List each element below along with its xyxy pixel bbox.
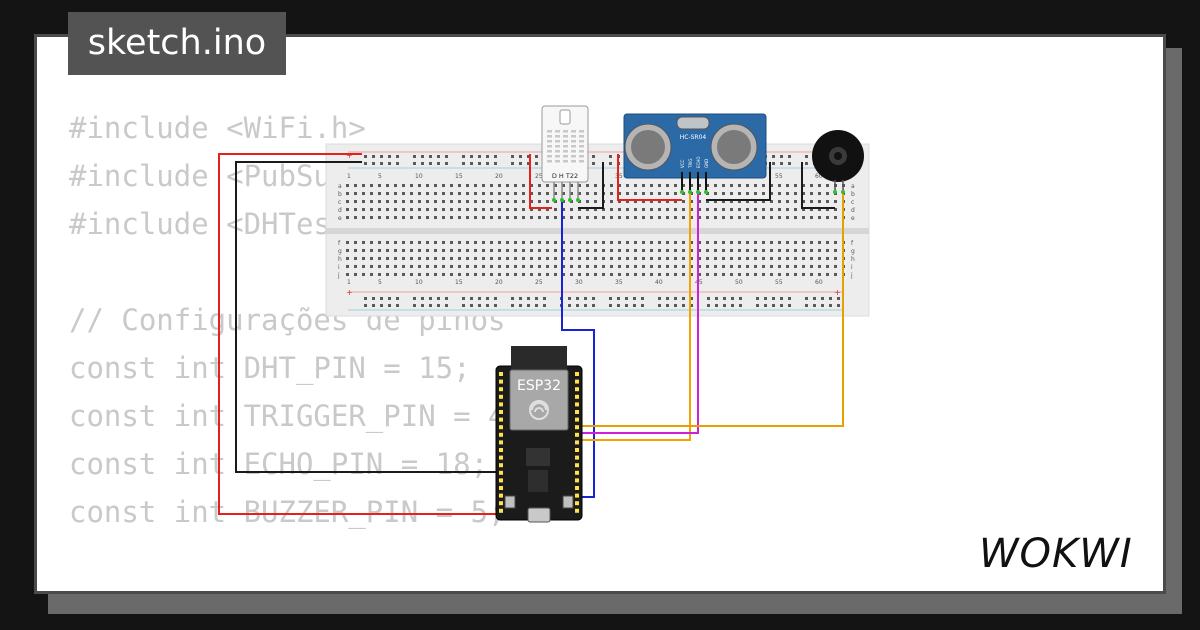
column-number: 15 [455,279,463,286]
dht22-sensor[interactable]: D H T22 [541,105,589,202]
row-letter: i [851,264,853,271]
esp32-label: ESP32 [517,378,561,394]
red-jumper[interactable] [529,154,552,209]
column-number: 1 [347,279,351,286]
logo-text: WOKWI [979,531,1133,577]
red-wire-vcc[interactable] [218,153,500,515]
wokwi-logo: WOKWI [979,531,1133,577]
row-letter: f [851,240,854,247]
row-letter: g [338,248,342,255]
row-letter: a [851,183,855,190]
svg-text:+: + [346,151,353,160]
hc-sr04-label: HC-SR04 [680,134,707,141]
code-line: #include <WiFi.h> [69,111,366,145]
column-number: 10 [415,173,423,180]
esp32-board[interactable]: ESP32 [495,346,583,523]
code-line: const int TRIGGER_PIN = 4; [69,399,523,433]
esp32-header-pins [499,372,503,513]
column-number: 10 [415,279,423,286]
row-letter: g [851,248,855,255]
row-letter: h [338,256,342,263]
row-letter: a [338,183,342,190]
dht-grille [547,130,584,163]
row-letter: i [338,264,340,271]
file-tab[interactable]: sketch.ino [68,12,286,75]
breadboard: 1 5 10 15 20 25 30 35 40 45 50 55 60 1 5… [325,143,870,317]
row-letter: d [338,207,342,214]
column-number: 25 [535,173,543,180]
orange-wire-trigger[interactable] [578,192,691,441]
column-number: 15 [455,173,463,180]
svg-text:+: + [834,288,841,297]
column-number: 60 [815,279,823,286]
column-number: 20 [495,173,503,180]
pin-label: GND [704,159,709,168]
svg-text:+: + [346,288,353,297]
row-letter: h [851,256,855,263]
usb-port-icon [527,507,551,523]
breadboard-holes [346,155,845,307]
row-letter: b [851,191,855,198]
column-number: 55 [775,279,783,286]
red-jumper[interactable] [617,154,682,201]
black-jumper[interactable] [801,162,835,209]
column-number: 50 [735,279,743,286]
column-number: 1 [347,173,351,180]
esp32-header-pins [575,372,579,513]
dht-label: D H T22 [552,172,578,180]
column-number: 5 [378,279,382,286]
gold-wire-buzzer[interactable] [578,192,844,427]
column-number: 5 [378,173,382,180]
row-letter: d [851,207,855,214]
wires [218,153,844,515]
black-jumper[interactable] [578,162,604,209]
wifi-logo-icon [529,400,549,420]
column-number: 25 [535,279,543,286]
row-letter: j [337,272,340,279]
row-letter: f [338,240,341,247]
column-number: 30 [575,279,583,286]
pin-label: ECHO [696,157,701,168]
black-jumper[interactable] [706,162,771,201]
column-number: 60 [815,173,823,180]
row-letter: c [851,199,854,206]
row-letter: b [338,191,342,198]
buzzer[interactable] [812,130,864,194]
row-letter: e [851,215,855,222]
column-number: 35 [615,279,623,286]
pin-label: TRIG [688,158,693,169]
blue-wire-dht-data[interactable] [561,200,595,498]
code-line: const int ECHO_PIN = 18; [69,447,489,481]
column-number: 40 [655,279,663,286]
magenta-wire-echo[interactable] [578,192,699,434]
row-letter: c [338,199,341,206]
pin-label: VCC [680,159,685,168]
code-line: const int BUZZER_PIN = 5; [69,495,506,529]
column-number: 20 [495,279,503,286]
code-line: const int DHT_PIN = 15; [69,351,471,385]
hc-sr04-ultrasonic-sensor[interactable]: HC-SR04 VCC TRIG ECHO GND [623,113,767,194]
row-letter: j [850,272,853,279]
row-letter: e [338,215,342,222]
black-wire-gnd[interactable] [235,161,500,473]
column-number: 55 [775,173,783,180]
